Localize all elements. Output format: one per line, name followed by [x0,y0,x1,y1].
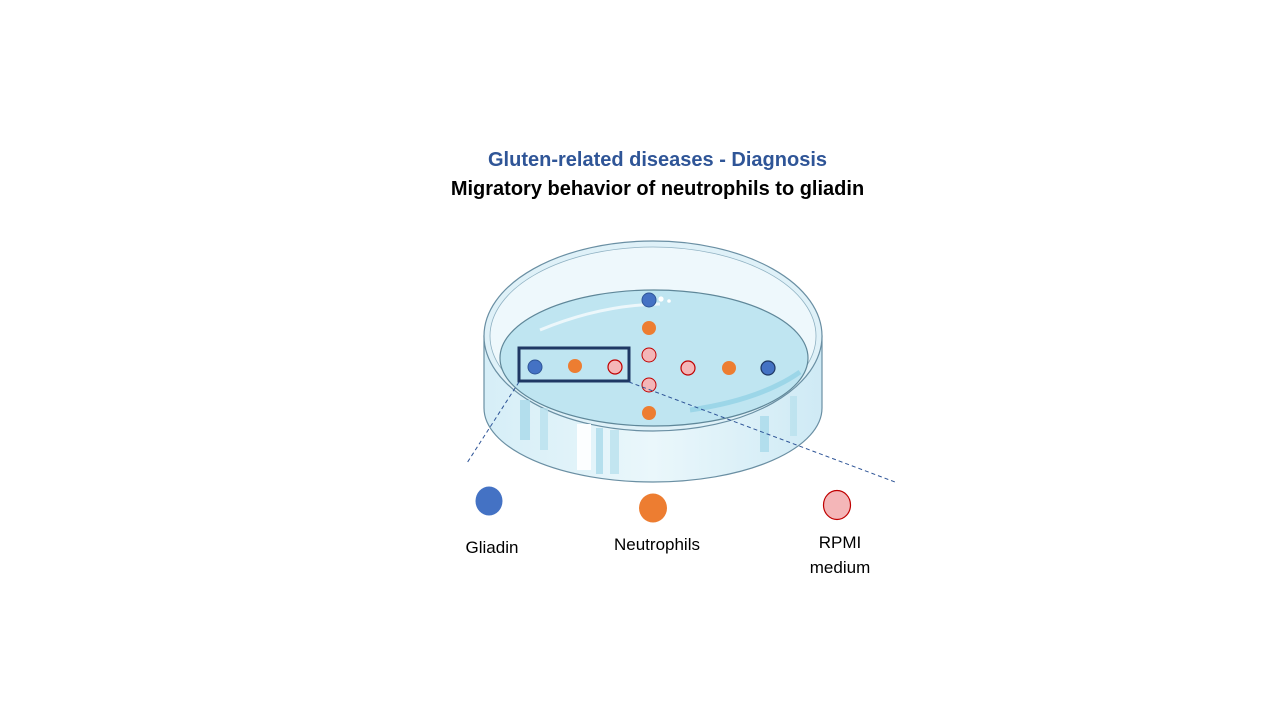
neutrophils-well-right [722,361,736,375]
wells [527,292,776,420]
rpmi-well-right [680,360,696,376]
legend-neutrophils-marker [639,493,667,523]
title-block: Gluten-related diseases - Diagnosis Migr… [0,146,1280,204]
legend-rpmi-label-line1: RPMI [818,533,862,552]
gliadin-well-top [641,292,657,308]
gliadin-well-left [527,359,543,375]
neutrophils-well-bottom [642,406,656,420]
rpmi-well-top [641,347,657,363]
gliadin-well-right [760,360,776,376]
diagram-subtitle: Migratory behavior of neutrophils to gli… [450,178,865,200]
legend-neutrophils-label: Neutrophils [614,535,700,554]
legend-gliadin-marker [475,486,503,516]
zoom-line-left [466,381,520,464]
legend-rpmi-label-line2: medium [809,558,871,577]
neutrophils-well-left [568,359,582,373]
legend-rpmi-marker [822,489,852,521]
diagram-title: Gluten-related diseases - Diagnosis [488,149,827,171]
legend-gliadin-label: Gliadin [465,538,519,557]
neutrophils-well-top [642,321,656,335]
highlight-box [517,346,631,383]
rpmi-well-left [607,359,623,375]
zoom-line-right [628,381,896,483]
